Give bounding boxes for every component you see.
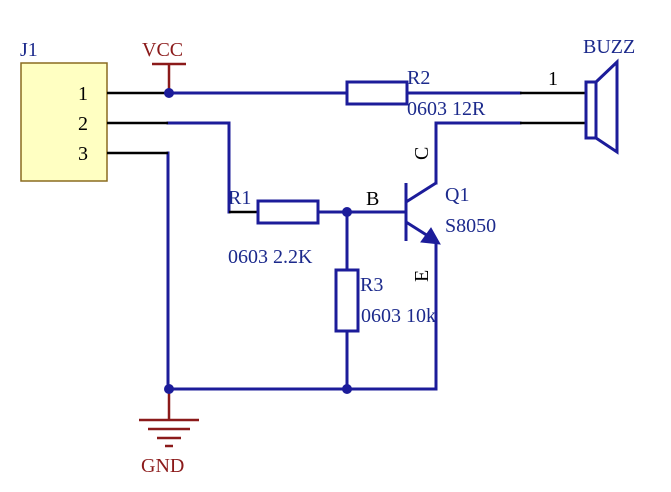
transistor-q1	[404, 181, 441, 245]
transistor-collector-pin-label: C	[411, 147, 433, 160]
junction-gnd-left	[164, 384, 174, 394]
resistor-r3	[334, 268, 360, 333]
wires-black	[107, 91, 586, 214]
junction-base	[342, 207, 352, 217]
connector-pin-2-label: 2	[78, 113, 88, 135]
r2-value-label: 0603 12R	[407, 98, 486, 120]
buzzer-pin-label: 1	[548, 68, 558, 90]
vcc-symbol	[152, 62, 186, 89]
resistor-r1	[256, 199, 320, 225]
transistor-emitter-arrow-icon	[420, 227, 441, 245]
transistor-collector-leg	[405, 181, 437, 204]
vcc-label: VCC	[142, 39, 183, 61]
labels: J1 1 2 3 VCC GND R2 0603 12R R1 0603 2.2…	[20, 36, 635, 477]
transistor-ref-label: Q1	[445, 184, 469, 206]
gnd-symbol	[139, 392, 199, 448]
r2-ref-label: R2	[407, 67, 430, 89]
r3-ref-label: R3	[360, 274, 383, 296]
connector-ref-label: J1	[20, 39, 38, 61]
transistor-emitter-pin-label: E	[411, 270, 433, 282]
transistor-base-pin-label: B	[366, 188, 379, 210]
connector-j1-body	[20, 62, 108, 182]
r1-value-label: 0603 2.2K	[228, 246, 313, 268]
buzzer-ref-label: BUZZ	[583, 36, 635, 58]
junctions	[164, 88, 352, 394]
connector-pin-1-label: 1	[78, 83, 88, 105]
transistor-part-label: S8050	[445, 215, 496, 237]
connector-pin-3-label: 3	[78, 143, 88, 165]
wires-blue	[166, 91, 522, 391]
connector-j1	[20, 62, 108, 182]
r3-value-label: 0603 10k	[361, 305, 436, 327]
resistor-r2	[345, 80, 409, 106]
r1-ref-label: R1	[228, 187, 251, 209]
junction-vcc	[164, 88, 174, 98]
buzzer-symbol	[584, 58, 619, 155]
junction-gnd-r3	[342, 384, 352, 394]
gnd-label: GND	[141, 455, 184, 477]
